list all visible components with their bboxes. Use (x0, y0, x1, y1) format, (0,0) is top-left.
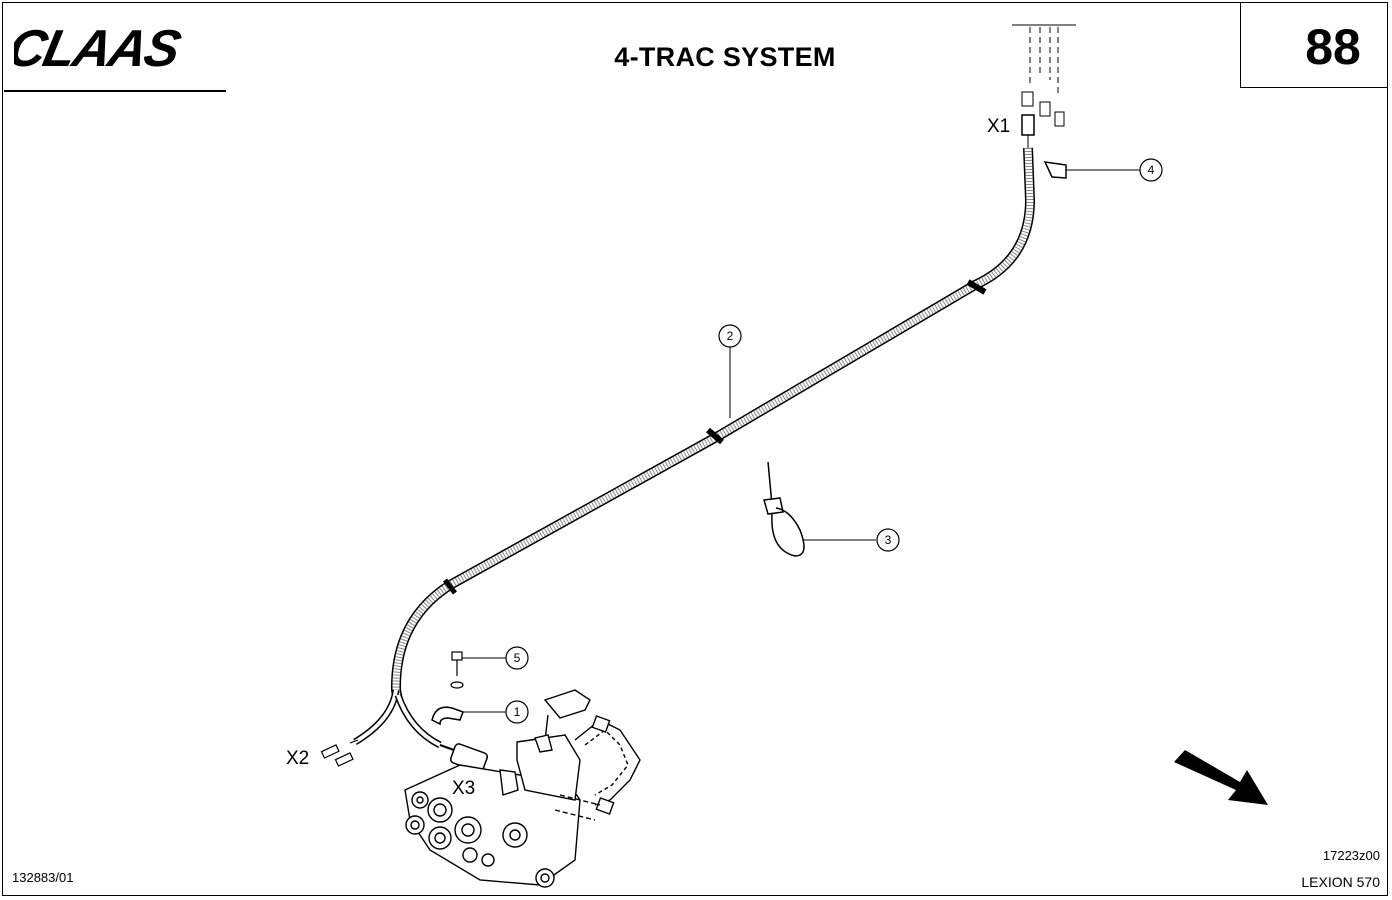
callout-number-3: 3 (885, 533, 892, 547)
clamp-part-1 (431, 706, 506, 726)
callout-circle-5 (505, 646, 529, 670)
callout-number-4: 4 (1148, 163, 1155, 177)
label-x2: X2 (286, 748, 310, 769)
clip-part-4 (1043, 161, 1140, 179)
callout-circles (505, 158, 1163, 724)
direction-arrow (1174, 750, 1268, 805)
claas-logo: CLAAS (14, 24, 186, 70)
connector-group-x1 (1012, 24, 1076, 148)
logo-underline (4, 90, 226, 92)
page-number: 88 (1305, 19, 1361, 75)
connector-x2 (320, 739, 359, 767)
callout-number-2: 2 (727, 329, 734, 343)
cable-tie-part-3 (763, 461, 876, 557)
label-x1: X1 (987, 116, 1011, 137)
drawing-code: 17223z00 (1322, 848, 1380, 863)
label-x3: X3 (452, 778, 476, 799)
page-title: 4-TRAC SYSTEM (614, 42, 836, 72)
valve-block-assembly (404, 689, 641, 888)
document-number: 132883/01 (12, 870, 74, 885)
callout-circle-1 (505, 700, 529, 724)
wiring-harness (353, 147, 1036, 749)
model-name: LEXION 570 (1301, 874, 1380, 890)
svg-text:CLAAS: CLAAS (14, 24, 186, 70)
callout-circle-2 (718, 324, 742, 348)
callout-number-5: 5 (514, 651, 521, 665)
callout-number-1: 1 (514, 705, 521, 719)
bolt-part-5 (450, 651, 506, 689)
callout-circle-3 (876, 528, 900, 552)
page-number-box (1240, 2, 1388, 88)
callout-circle-4 (1139, 158, 1163, 182)
